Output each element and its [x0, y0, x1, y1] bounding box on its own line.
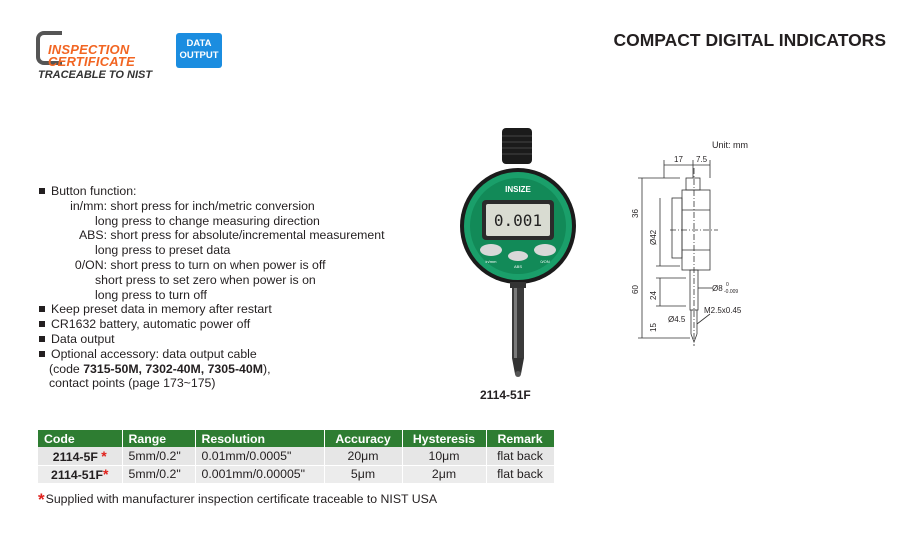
accessory-contacts: contact points (page 173~175) [49, 376, 216, 391]
svg-text:-0.009: -0.009 [724, 289, 738, 295]
button-desc-abs: ABS: short press for absolute/incrementa… [78, 228, 385, 243]
bullet-icon [39, 335, 45, 342]
inspection-certificate-logo: INSPECTION CERTIFICATE TRACEABLE TO NIST [36, 31, 156, 81]
certificate-bracket-icon [36, 31, 62, 65]
table-row: 2114-5F * 5mm/0.2" 0.01mm/0.0005" 20μm 1… [38, 447, 555, 466]
col-hysteresis: Hysteresis [402, 430, 487, 447]
col-range: Range [122, 430, 196, 447]
col-code: Code [38, 430, 123, 447]
cert-subtitle: TRACEABLE TO NIST [38, 69, 153, 81]
star-icon: * [101, 447, 107, 464]
svg-text:60: 60 [631, 285, 640, 294]
col-resolution: Resolution [195, 430, 325, 447]
brand-logo: INSIZE [505, 185, 531, 194]
button-desc-inmm-2: long press to change measuring direction [95, 213, 320, 228]
col-accuracy: Accuracy [324, 430, 403, 447]
data-output-badge: DATA OUTPUT [176, 33, 222, 68]
svg-text:Ø42: Ø42 [649, 229, 658, 245]
svg-text:7.5: 7.5 [696, 155, 708, 164]
lcd-screen [486, 204, 550, 236]
svg-text:0/ON: 0/ON [540, 259, 549, 264]
on-button [534, 244, 556, 256]
list-item: Data output [38, 332, 385, 347]
badge-line-1: DATA [186, 38, 212, 49]
svg-text:in/mm: in/mm [486, 259, 498, 264]
bullet-icon [39, 350, 45, 357]
star-icon: * [38, 490, 45, 509]
list-item: Keep preset data in memory after restart [38, 302, 385, 317]
button-desc-on-2: short press to set zero when power is on [95, 272, 316, 287]
bullet-icon [39, 321, 45, 328]
button-desc-on-3: long press to turn off [95, 287, 207, 302]
stem-cap [502, 128, 532, 164]
feature-list: Button function: in/mm: short press for … [38, 184, 385, 391]
svg-text:Ø4.5: Ø4.5 [668, 315, 686, 324]
cert-line-1: INSPECTION [48, 42, 130, 57]
table-header-row: Code Range Resolution Accuracy Hysteresi… [38, 430, 555, 447]
cell-code: 2114-5F * [38, 447, 123, 466]
svg-text:36: 36 [631, 209, 640, 218]
cert-line-2: CERTIFICATE [48, 54, 135, 69]
svg-text:0: 0 [726, 282, 729, 288]
star-icon: * [103, 466, 109, 482]
bullet-icon [39, 188, 45, 194]
abs-button [508, 251, 528, 261]
svg-text:17: 17 [674, 155, 683, 164]
page-title: COMPACT DIGITAL INDICATORS [613, 30, 886, 50]
svg-text:24: 24 [649, 291, 658, 300]
product-caption: 2114-51F [480, 388, 531, 402]
accessory-codes: (code 7315-50M, 7302-40M, 7305-40M), [49, 361, 271, 376]
svg-text:M2.5x0.45: M2.5x0.45 [704, 306, 742, 315]
cell-code: 2114-51F* [38, 465, 123, 484]
svg-text:Ø8: Ø8 [712, 284, 723, 293]
badge-line-2: OUTPUT [179, 50, 219, 61]
spindle [512, 288, 524, 358]
button-desc-abs-2: long press to preset data [95, 243, 231, 258]
inmm-button [480, 244, 502, 256]
unit-label: Unit: mm [712, 140, 748, 150]
digital-indicator-image: INSIZE 0.001 in/mm ABS 0/ON [460, 128, 576, 377]
list-item: CR1632 battery, automatic power off [38, 317, 385, 332]
bullet-icon [39, 306, 45, 313]
button-desc-inmm: in/mm: short press for inch/metric conve… [70, 198, 315, 213]
lcd-reading: 0.001 [494, 211, 542, 230]
list-item: Optional accessory: data output cable [38, 347, 385, 362]
dimension-drawing: 17 7.5 36 Ø42 60 24 15 Ø8 0 -0.009 Ø4.5 … [631, 155, 742, 346]
col-remark: Remark [486, 430, 555, 447]
button-desc-on: 0/ON: short press to turn on when power … [74, 257, 326, 272]
svg-text:ABS: ABS [514, 264, 522, 269]
contact-point [512, 358, 524, 374]
spec-table: Code Range Resolution Accuracy Hysteresi… [38, 430, 555, 484]
svg-text:15: 15 [649, 323, 658, 332]
list-item: Button function: [38, 184, 385, 199]
table-row: 2114-51F* 5mm/0.2" 0.001mm/0.00005" 5μm … [38, 465, 555, 484]
footnote: *Supplied with manufacturer inspection c… [38, 490, 438, 509]
